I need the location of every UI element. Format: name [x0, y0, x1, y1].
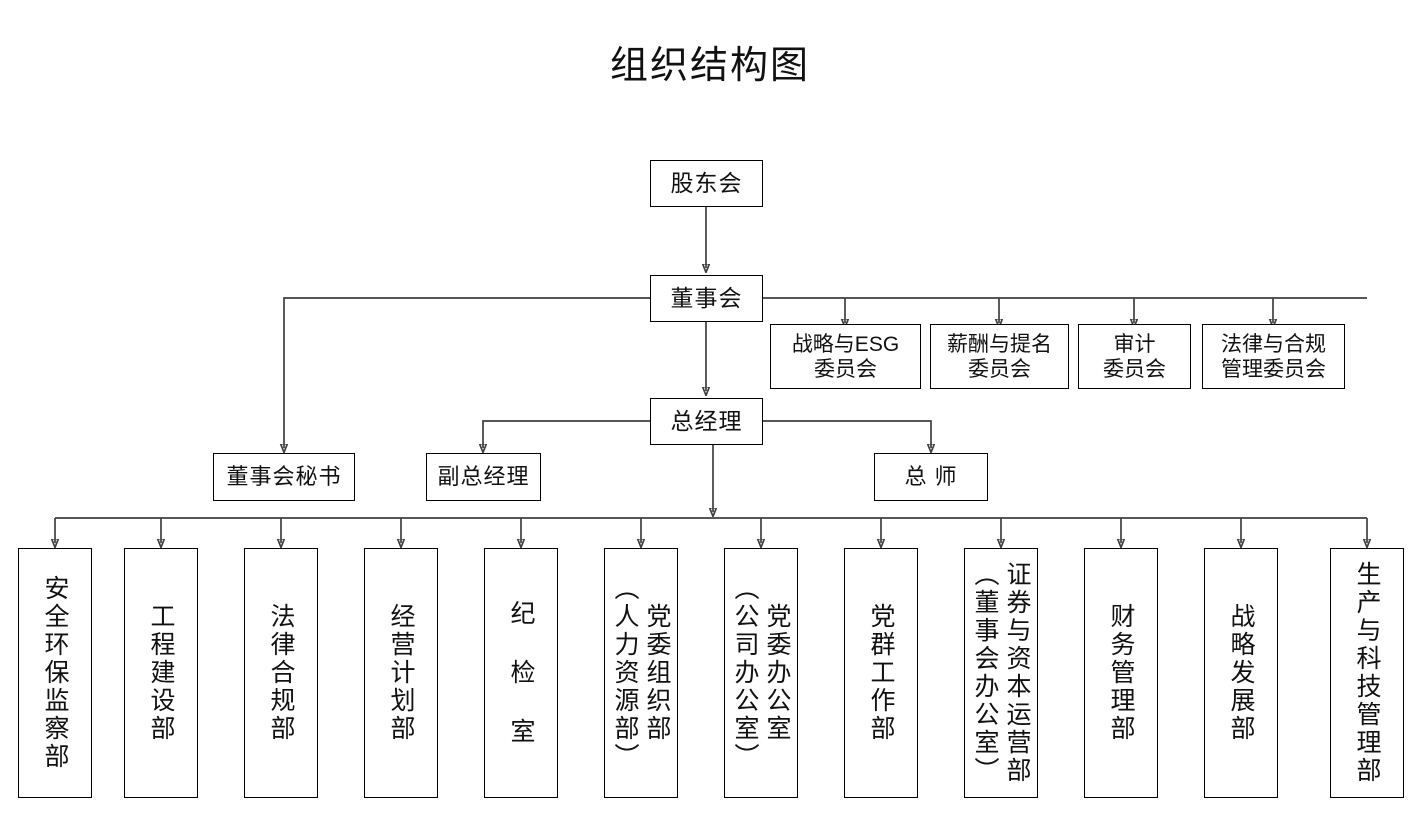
node-dept-securities-capital-operations[interactable]: 证券与资本运营部 （董事会办公室）	[964, 548, 1038, 798]
node-dept-safety-environment-label: 安全环保监察部	[41, 575, 69, 771]
node-committee-audit[interactable]: 审计 委员会	[1078, 324, 1191, 389]
node-dept-production-technology-label: 生产与科技管理部	[1353, 561, 1381, 785]
node-dept-engineering-construction-label: 工程建设部	[147, 603, 175, 743]
node-committee-remuneration-nomination-label: 薪酬与提名 委员会	[947, 332, 1052, 381]
node-dept-business-planning-label: 经营计划部	[387, 603, 415, 743]
node-dept-production-technology[interactable]: 生产与科技管理部	[1330, 548, 1404, 798]
node-dept-safety-environment[interactable]: 安全环保监察部	[18, 548, 92, 798]
node-committee-legal-compliance[interactable]: 法律与合规 管理委员会	[1202, 324, 1345, 389]
edge-gm-chief-engineer	[763, 420, 931, 448]
node-shareholders[interactable]: 股东会	[650, 160, 763, 207]
node-dept-legal-compliance-label: 法律合规部	[267, 603, 295, 743]
node-committee-audit-label: 审计 委员会	[1103, 332, 1166, 381]
node-board-secretary-label: 董事会秘书	[226, 464, 342, 489]
node-deputy-general-manager-label: 副总经理	[437, 464, 530, 489]
node-general-manager-label: 总经理	[670, 408, 743, 434]
node-board-label: 董事会	[670, 285, 743, 311]
node-chief-engineer-label: 总 师	[904, 464, 958, 489]
node-chief-engineer[interactable]: 总 师	[874, 453, 988, 501]
node-dept-strategy-development-label: 战略发展部	[1227, 603, 1255, 743]
node-committee-strategy-esg-label: 战略与ESG 委员会	[791, 332, 900, 381]
node-dept-business-planning[interactable]: 经营计划部	[364, 548, 438, 798]
node-dept-strategy-development[interactable]: 战略发展部	[1204, 548, 1278, 798]
node-dept-party-office-company-office[interactable]: 党委办公室 （公司办公室）	[724, 548, 798, 798]
node-general-manager[interactable]: 总经理	[650, 398, 763, 445]
edge-board-secretary	[284, 297, 650, 448]
node-dept-discipline-inspection-label: 纪 检 室	[507, 600, 535, 746]
node-dept-finance-management-label: 财务管理部	[1107, 603, 1135, 743]
node-dept-securities-capital-operations-label: 证券与资本运营部 （董事会办公室）	[971, 561, 1031, 785]
node-dept-engineering-construction[interactable]: 工程建设部	[124, 548, 198, 798]
node-board-secretary[interactable]: 董事会秘书	[213, 453, 355, 501]
node-committee-remuneration-nomination[interactable]: 薪酬与提名 委员会	[930, 324, 1069, 389]
node-dept-party-organization-hr[interactable]: 党委组织部 （人力资源部）	[604, 548, 678, 798]
node-shareholders-label: 股东会	[670, 170, 743, 196]
node-dept-party-mass-work[interactable]: 党群工作部	[844, 548, 918, 798]
node-board[interactable]: 董事会	[650, 275, 763, 322]
page-title: 组织结构图	[609, 45, 810, 87]
node-dept-finance-management[interactable]: 财务管理部	[1084, 548, 1158, 798]
node-dept-party-office-company-office-label: 党委办公室 （公司办公室）	[731, 575, 791, 771]
node-dept-party-mass-work-label: 党群工作部	[867, 603, 895, 743]
node-committee-legal-compliance-label: 法律与合规 管理委员会	[1221, 332, 1326, 381]
node-dept-discipline-inspection[interactable]: 纪 检 室	[484, 548, 558, 798]
node-deputy-general-manager[interactable]: 副总经理	[426, 453, 541, 501]
edge-gm-deputy	[483, 420, 650, 448]
node-dept-party-organization-hr-label: 党委组织部 （人力资源部）	[611, 575, 671, 771]
node-dept-legal-compliance[interactable]: 法律合规部	[244, 548, 318, 798]
node-committee-strategy-esg[interactable]: 战略与ESG 委员会	[770, 324, 921, 389]
